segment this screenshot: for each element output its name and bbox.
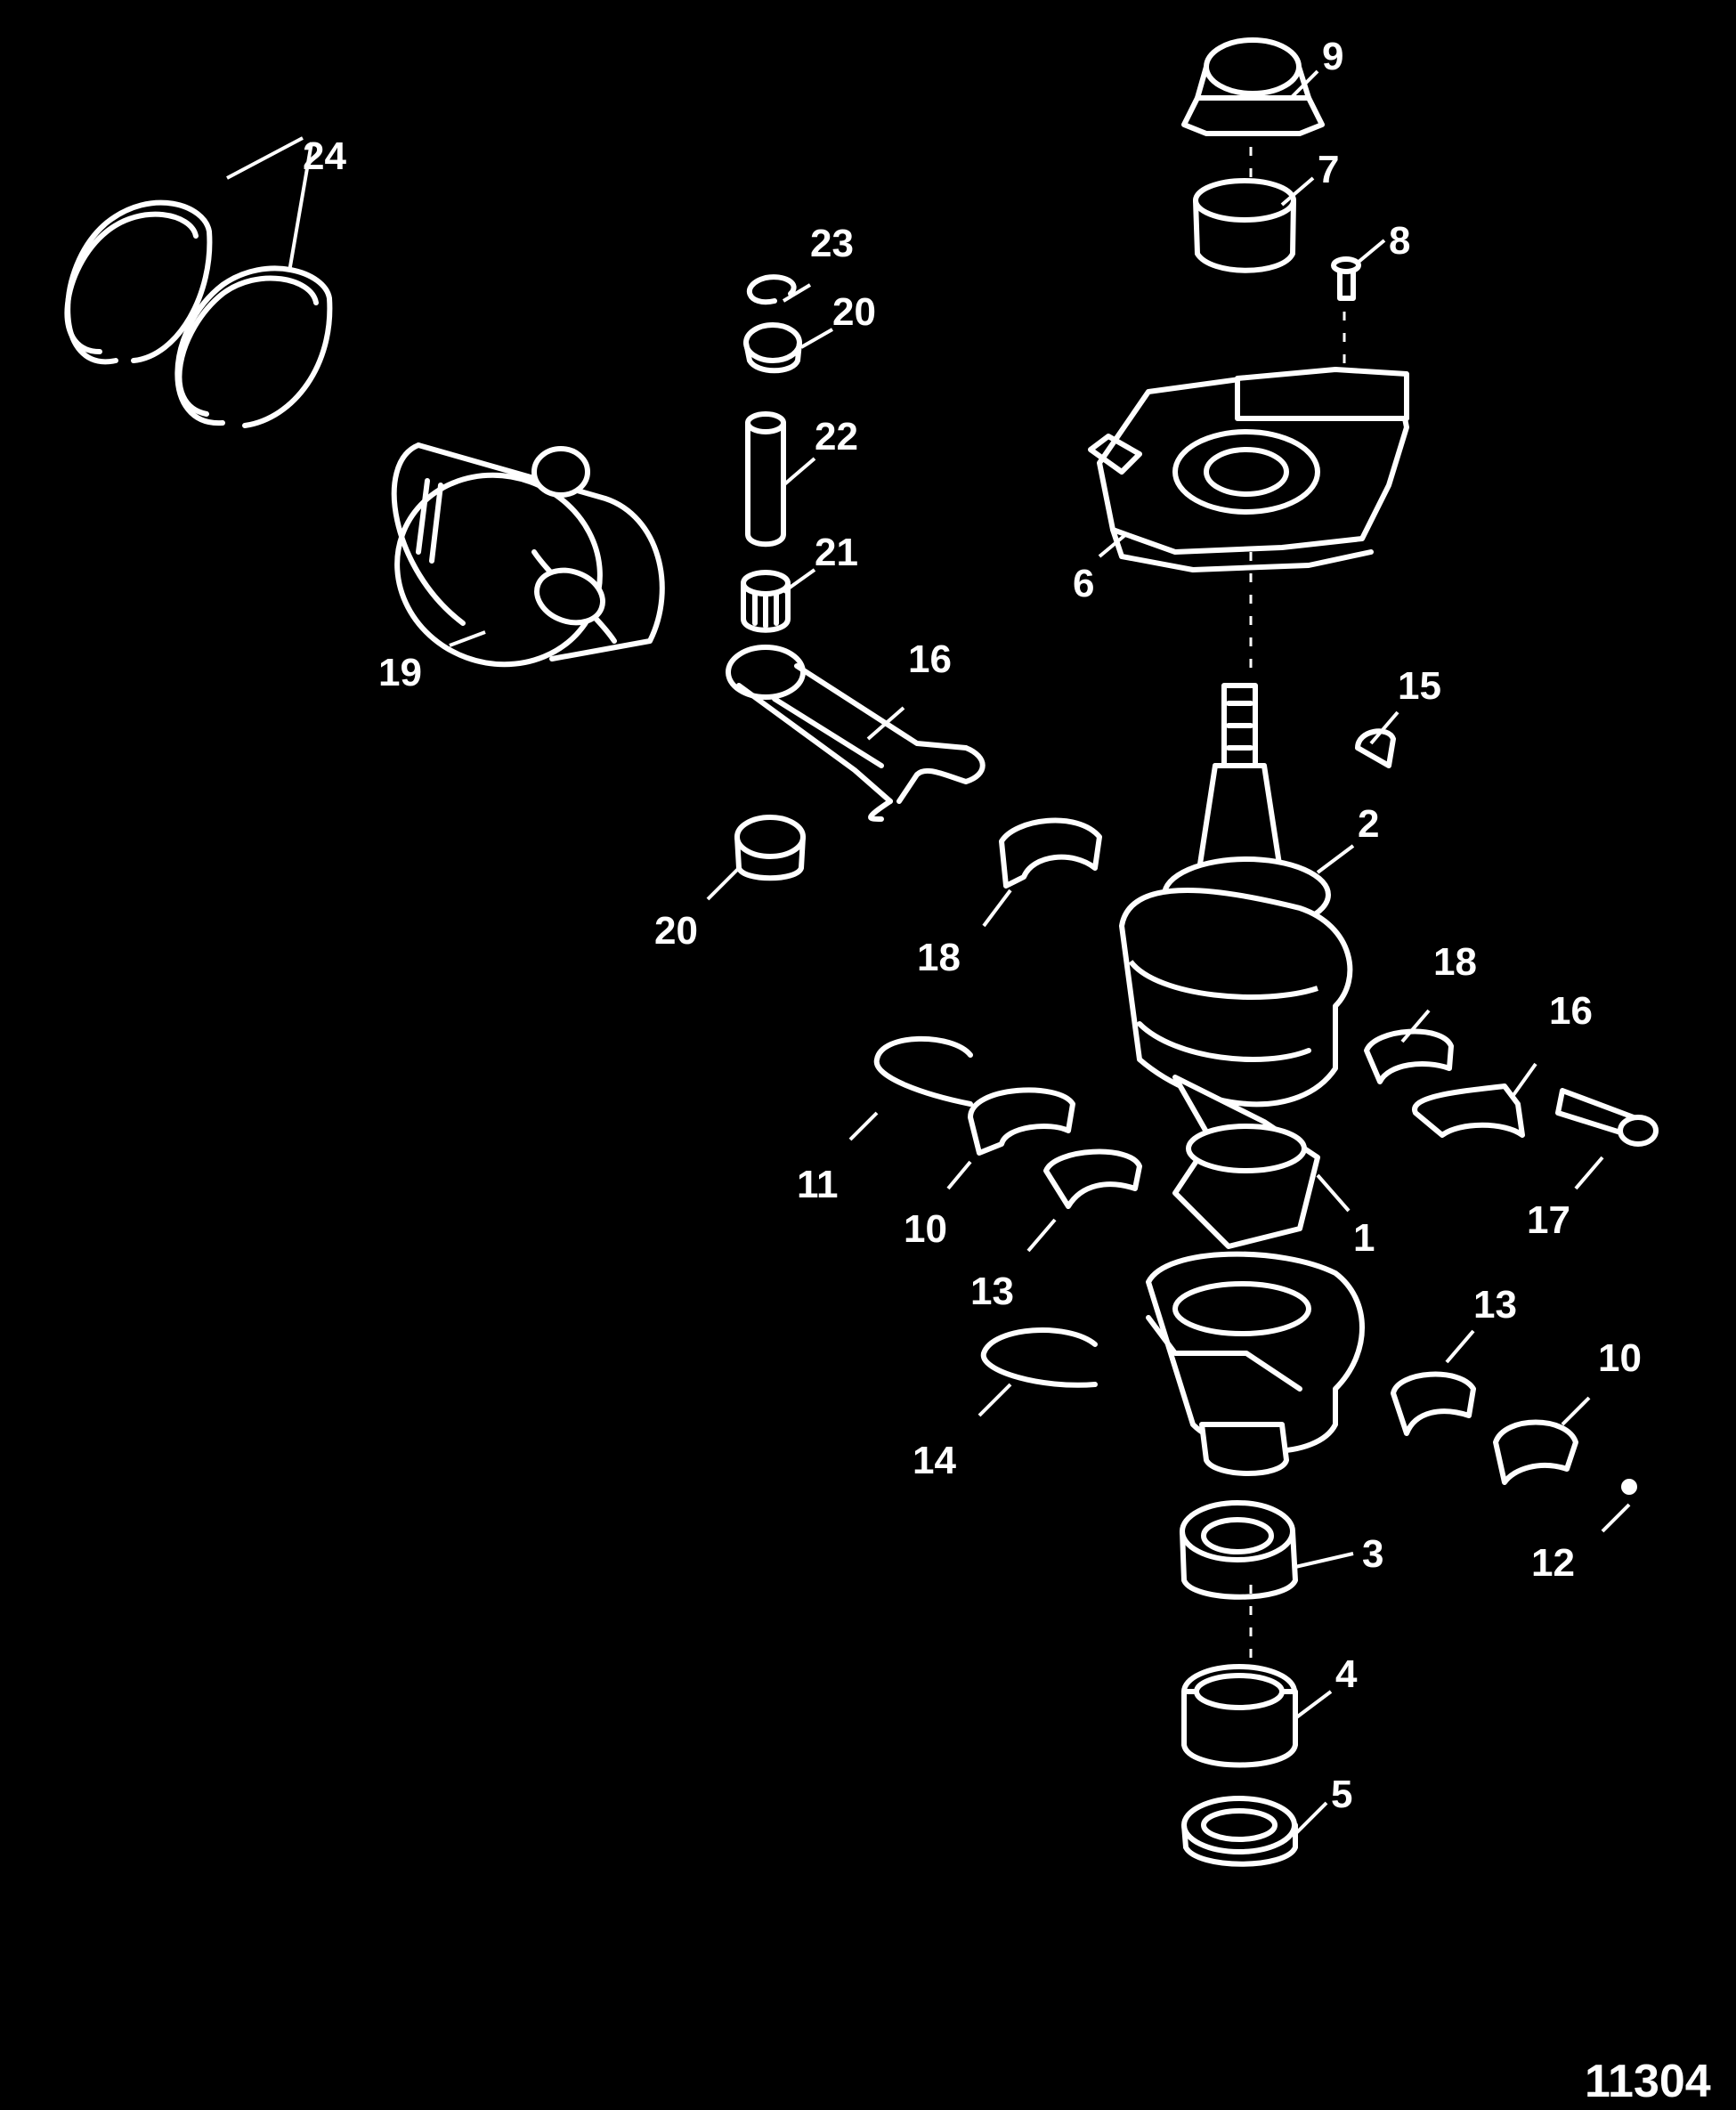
callout-8: 8 <box>1389 219 1410 263</box>
upper-seal <box>1193 178 1296 273</box>
callout-17: 17 <box>1527 1198 1570 1242</box>
piston-pin <box>745 411 786 548</box>
piston-rings <box>64 199 333 428</box>
callout-20-lower: 20 <box>654 909 698 953</box>
callout-1: 1 <box>1353 1216 1375 1260</box>
callout-11: 11 <box>797 1163 839 1206</box>
retaining-ring-14 <box>980 1327 1098 1388</box>
callout-20-upper: 20 <box>832 290 876 334</box>
retaining-ring-11 <box>873 1035 973 1107</box>
pin-retainer <box>746 274 797 305</box>
rod-bearing-cage-left <box>999 817 1102 889</box>
piston <box>391 442 665 668</box>
callout-10-left: 10 <box>904 1207 947 1251</box>
callout-19: 19 <box>378 651 422 694</box>
callout-12: 12 <box>1531 1541 1575 1585</box>
callout-5: 5 <box>1331 1773 1352 1816</box>
callout-15: 15 <box>1398 664 1441 708</box>
rod-cap <box>1412 1083 1525 1138</box>
bearing-cage-left <box>1043 1148 1142 1209</box>
bearing-cage-right <box>1391 1371 1476 1436</box>
lower-seal-ring <box>1181 1796 1298 1867</box>
callout-18-left: 18 <box>917 936 961 979</box>
top-cap <box>1181 37 1325 136</box>
washer-lower <box>734 815 806 881</box>
callout-23: 23 <box>810 222 854 265</box>
callout-13-left: 13 <box>970 1270 1014 1313</box>
needle-bearing <box>741 570 791 633</box>
crankshaft <box>1119 683 1365 1476</box>
callout-22: 22 <box>815 415 858 459</box>
bearing-race-right <box>1493 1419 1578 1485</box>
bearing-race-left <box>968 1087 1075 1156</box>
callout-6: 6 <box>1073 562 1094 605</box>
callout-14: 14 <box>913 1439 956 1482</box>
callout-7: 7 <box>1318 148 1339 191</box>
lower-needle-bearing <box>1181 1664 1298 1768</box>
callout-13-right: 13 <box>1473 1283 1517 1327</box>
callout-24: 24 <box>303 134 346 178</box>
connecting-rod <box>726 645 986 822</box>
callout-16-upper: 16 <box>908 637 952 681</box>
callout-3: 3 <box>1362 1532 1383 1576</box>
washer-upper <box>743 322 802 374</box>
callout-10-right: 10 <box>1598 1336 1642 1380</box>
screw <box>1331 256 1361 301</box>
callout-16-right: 16 <box>1549 989 1593 1033</box>
lower-seal <box>1180 1500 1298 1600</box>
rod-bearing-cage-right <box>1364 1028 1454 1084</box>
callout-18-right: 18 <box>1433 940 1477 984</box>
callout-2: 2 <box>1358 802 1379 846</box>
upper-bearing-housing <box>1088 367 1409 572</box>
callout-9: 9 <box>1322 35 1343 78</box>
rod-bolt <box>1555 1088 1659 1147</box>
figure-id: 11304 <box>1585 2056 1711 2107</box>
dowel-pin <box>1621 1479 1637 1495</box>
callout-21: 21 <box>815 531 858 574</box>
callout-4: 4 <box>1335 1652 1358 1696</box>
